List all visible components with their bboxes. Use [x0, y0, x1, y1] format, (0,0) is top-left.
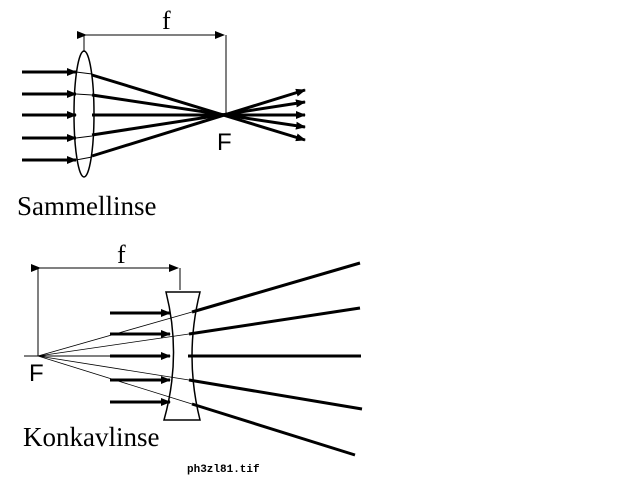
convex-lens-diagram: f F Sammellinse	[17, 6, 306, 221]
virtual-rays	[37, 311, 193, 405]
focus-label: F	[217, 129, 232, 156]
filename-label: ph3zl81.tif	[187, 464, 260, 476]
concave-lens-diagram: f F Konkavlinse	[23, 240, 363, 457]
diverging-rays	[188, 261, 363, 457]
concave-lens	[163, 291, 201, 421]
concave-title: Konkavlinse	[23, 422, 159, 452]
convex-title: Sammellinse	[17, 191, 156, 221]
incident-rays	[22, 68, 77, 164]
refracted-rays	[91, 73, 306, 158]
incident-rays	[110, 309, 171, 406]
focal-length-label: f	[162, 6, 171, 35]
focus-label: F	[29, 360, 44, 387]
focal-length-label: f	[117, 240, 126, 269]
